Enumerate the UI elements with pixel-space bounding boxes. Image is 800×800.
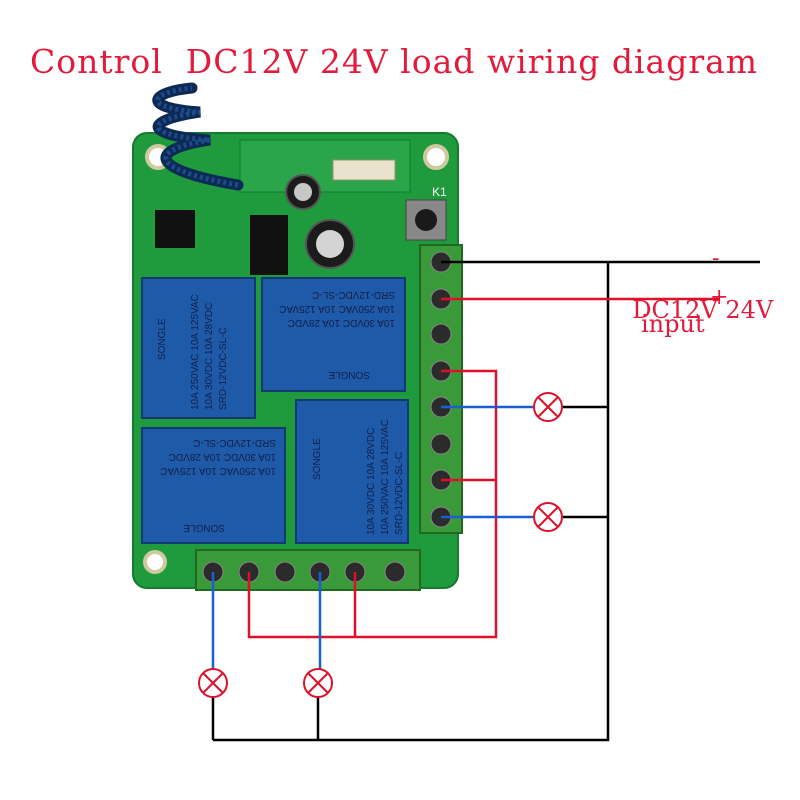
lamp-x-circle-icon xyxy=(303,668,333,698)
power-label: DC12V 24V xyxy=(617,268,773,324)
relay-rating-text: 10A 250VAC 10A 125VAC xyxy=(160,465,276,476)
relay-3: SRD-12VDC-SL-C 10A 30VDC 10A 28VDC 10A 2… xyxy=(141,427,286,544)
lamp-x-circle-icon xyxy=(533,392,563,422)
ic-chip xyxy=(155,210,195,248)
wire-black xyxy=(211,260,760,742)
relay-model-text: SRD-12VDC-SL-C xyxy=(394,452,405,535)
relay-rating-text: 10A 30VDC 10A 28VDC xyxy=(169,451,276,462)
relay-brand-text: SONGLE xyxy=(312,438,323,480)
relay-rating-text: 10A 30VDC 10A 28VDC xyxy=(288,317,395,328)
relay-model-text: SRD-12VDC-SL-C xyxy=(312,289,395,300)
wire-red xyxy=(247,297,720,639)
relay-1: SRD-12VDC-SL-C 10A 30VDC 10A 28VDC 10A 2… xyxy=(141,277,256,419)
relay-4: SRD-12VDC-SL-C 10A 250VAC 10A 125VAC 10A… xyxy=(295,399,409,544)
relay-brand-text: SONGLE xyxy=(183,522,225,533)
relay-model-text: SRD-12VDC-SL-C xyxy=(193,437,276,448)
antenna-icon xyxy=(152,82,244,191)
relay-brand-text: SONGLE xyxy=(157,318,168,360)
push-button-cap xyxy=(415,209,437,231)
terminal-screw xyxy=(384,561,406,583)
button-label: K1 xyxy=(432,185,447,199)
mounting-hole xyxy=(423,144,449,170)
relay-rating-text: 10A 250VAC 10A 125VAC xyxy=(279,303,395,314)
minus-sign: - xyxy=(712,246,720,271)
terminal-block-bottom xyxy=(195,549,421,591)
relay-brand-text: SONGLE xyxy=(328,369,370,380)
power-input-text: input xyxy=(641,310,705,338)
diagram-title: Control DC12V 24V load wiring diagram xyxy=(30,42,759,81)
connector-header xyxy=(332,159,396,181)
ic-chip xyxy=(250,215,288,275)
mounting-hole xyxy=(143,550,167,574)
plus-sign: + xyxy=(710,285,729,310)
relay-rating-text: 10A 30VDC 10A 28VDC xyxy=(204,303,215,410)
relay-model-text: SRD-12VDC-SL-C xyxy=(218,327,229,410)
capacitor-top xyxy=(316,230,344,258)
capacitor-top xyxy=(294,183,312,201)
wire-blue xyxy=(211,405,533,669)
terminal-screw xyxy=(430,323,452,345)
relay-rating-text: 10A 250VAC 10A 125VAC xyxy=(190,294,201,410)
lamp-x-circle-icon xyxy=(198,668,228,698)
terminal-block-right xyxy=(419,244,463,534)
relay-rating-text: 10A 250VAC 10A 125VAC xyxy=(380,419,391,535)
relay-rating-text: 10A 30VDC 10A 28VDC xyxy=(366,428,377,535)
lamp-x-circle-icon xyxy=(533,502,563,532)
terminal-screw xyxy=(430,433,452,455)
terminal-screw xyxy=(274,561,296,583)
power-voltage-text: DC12V 24V xyxy=(632,296,774,324)
relay-2: SRD-12VDC-SL-C 10A 250VAC 10A 125VAC 10A… xyxy=(261,277,406,392)
